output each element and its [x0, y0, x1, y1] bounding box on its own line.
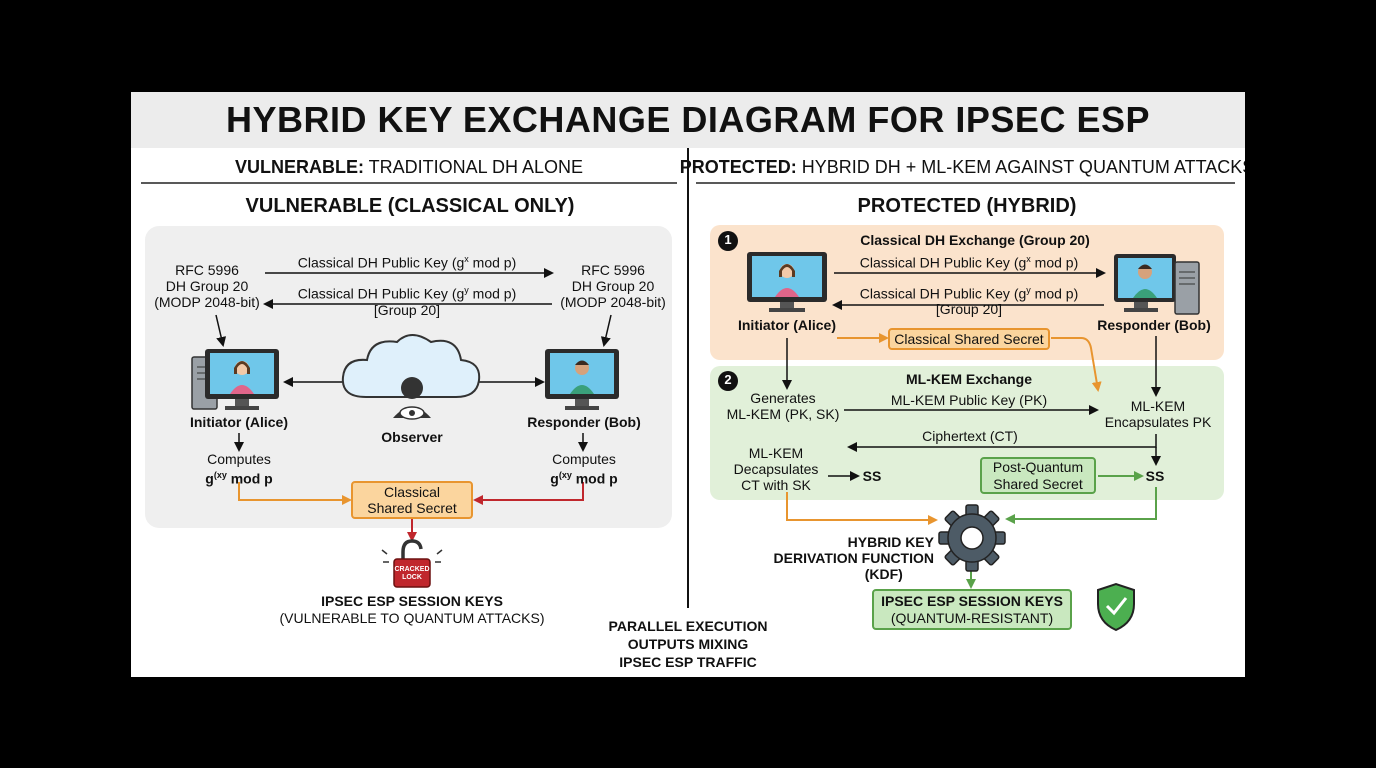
shield-check-icon [1097, 582, 1135, 632]
observer-cloud-icon [341, 334, 481, 420]
left-responder-label: Responder (Bob) [527, 414, 641, 430]
step1-badge-number: 1 [724, 232, 732, 247]
left-arrow-gy-label: Classical DH Public Key (gy mod p) [297, 285, 517, 302]
left-arrow-gx-label: Classical DH Public Key (gx mod p) [297, 254, 517, 271]
step2-title: ML-KEM Exchange [905, 371, 1033, 387]
cracked-lock-icon [381, 539, 443, 588]
left-rfc-arrow-bob [600, 314, 612, 347]
diagram-canvas: HYBRID KEY EXCHANGE DIAGRAM FOR IPSEC ES… [131, 92, 1245, 677]
step2-badge-number: 2 [724, 372, 732, 387]
step1-title: Classical DH Exchange (Group 20) [860, 232, 1090, 248]
pq-to-kdf-arrow [1005, 487, 1157, 524]
diagram-graphics [141, 148, 1235, 632]
right-responder-label: Responder (Bob) [1097, 317, 1211, 333]
left-rfc-arrow-alice [215, 314, 227, 347]
right-classical-shared-secret-box: Classical Shared Secret [888, 328, 1050, 350]
right-section-title: PROTECTED (HYBRID) [857, 195, 1077, 217]
ss-left-label: SS [862, 468, 882, 484]
right-arrow-gy-label: Classical DH Public Key (gy mod p) [859, 285, 1079, 302]
right-header: PROTECTED: HYBRID DH + ML-KEM AGAINST QU… [679, 157, 1245, 177]
left-session-keys-label: IPSEC ESP SESSION KEYS [321, 593, 503, 609]
left-section-title: VULNERABLE (CLASSICAL ONLY) [245, 195, 575, 217]
public-key-label: ML-KEM Public Key (PK) [890, 392, 1048, 408]
bob-computer-icon-right [1114, 254, 1200, 315]
step2-badge-circle [718, 371, 738, 391]
right-initiator-label: Initiator (Alice) [737, 317, 837, 333]
right-session-keys-box: IPSEC ESP SESSION KEYS(QUANTUM-RESISTANT… [872, 589, 1072, 630]
right-arrow-group-label: [Group 20] [935, 301, 1003, 317]
left-initiator-label: Initiator (Alice) [189, 414, 289, 430]
ciphertext-label: Ciphertext (CT) [922, 428, 1018, 444]
bob-secret-arrow [473, 482, 584, 505]
classical-to-kdf-arrow [786, 492, 938, 525]
step1-badge-circle [718, 231, 738, 251]
alice-computer-icon [191, 349, 279, 410]
classical-secret-to-encap-arrow [1051, 337, 1102, 392]
bob-computer-icon-left [545, 349, 619, 410]
alice-secret-arrow [238, 482, 352, 505]
alice-computer-icon-right [747, 252, 827, 312]
left-arrow-group-label: [Group 20] [373, 302, 441, 318]
page-title: HYBRID KEY EXCHANGE DIAGRAM FOR IPSEC ES… [226, 99, 1150, 140]
left-session-keys-note: (VULNERABLE TO QUANTUM ATTACKS) [279, 610, 545, 626]
ss-right-label: SS [1145, 468, 1165, 484]
left-header: VULNERABLE: TRADITIONAL DH ALONE [234, 157, 584, 177]
observer-label: Observer [381, 429, 443, 445]
bob-computes-label: Computes g(xy mod p [550, 451, 618, 487]
right-arrow-gx-label: Classical DH Public Key (gx mod p) [859, 254, 1079, 271]
alice-computes-label: Computes g(xy mod p [205, 451, 273, 487]
title-band [131, 92, 1245, 148]
kdf-gear-icon [938, 504, 1006, 572]
